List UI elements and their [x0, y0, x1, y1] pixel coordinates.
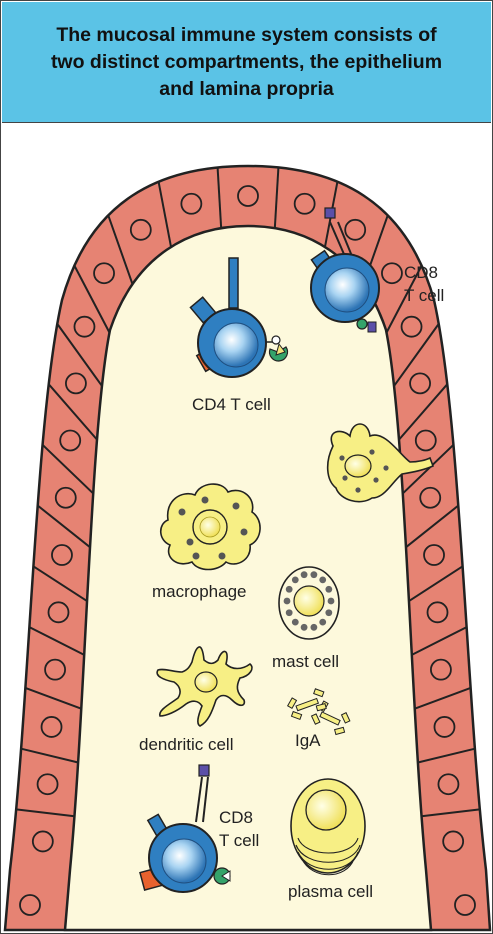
- epithelial-nucleus: [455, 895, 475, 915]
- epithelial-nucleus: [434, 717, 454, 737]
- epithelial-nucleus: [74, 317, 94, 337]
- granule-dot: [319, 619, 326, 626]
- epithelial-nucleus: [42, 717, 62, 737]
- epithelial-nucleus: [382, 263, 402, 283]
- granule-dot: [328, 598, 335, 605]
- epithelial-nucleus: [402, 317, 422, 337]
- cd8-bottom-label-line1: CD8: [219, 808, 253, 827]
- mast-cell: [279, 567, 339, 639]
- iga-label: IgA: [295, 731, 321, 750]
- cd8-receptor-icon: [199, 765, 209, 776]
- epithelial-nucleus: [33, 831, 53, 851]
- antigen-icon: [272, 336, 280, 344]
- epithelial-nucleus: [45, 660, 65, 680]
- plasma-cell-label: plasma cell: [288, 882, 373, 901]
- tcr-stalk-icon: [229, 258, 238, 308]
- cd4-nucleus: [214, 323, 258, 367]
- epithelial-nucleus: [131, 220, 151, 240]
- epithelial-nucleus: [56, 488, 76, 508]
- granule-dot: [325, 586, 332, 593]
- epithelial-nucleus: [52, 545, 72, 565]
- granule-dot: [301, 624, 308, 631]
- dendritic-cell-label: dendritic cell: [139, 735, 234, 754]
- epithelial-nucleus: [431, 660, 451, 680]
- cd8-receptor-icon: [325, 208, 335, 218]
- granule-dot: [284, 598, 291, 605]
- epithelial-nucleus: [438, 774, 458, 794]
- cd8-nucleus: [162, 839, 206, 883]
- epithelial-nucleus: [48, 602, 68, 622]
- epithelial-nucleus: [345, 220, 365, 240]
- epithelial-nucleus: [94, 263, 114, 283]
- cd8-top-label-line2: T cell: [404, 286, 444, 305]
- cd4-label: CD4 T cell: [192, 395, 271, 414]
- epithelial-nucleus: [295, 194, 315, 214]
- granule-dot: [202, 497, 209, 504]
- granule-dot: [286, 609, 293, 616]
- epithelial-nucleus: [238, 186, 258, 206]
- granule-dot: [179, 509, 186, 516]
- epithelial-nucleus: [443, 831, 463, 851]
- macrophage-label: macrophage: [152, 582, 247, 601]
- granule-dot: [292, 576, 299, 583]
- epithelial-nucleus: [60, 430, 80, 450]
- mast-cell-label: mast cell: [272, 652, 339, 671]
- granule-dot: [286, 586, 293, 593]
- epithelial-nucleus: [38, 774, 58, 794]
- epithelial-nucleus: [420, 488, 440, 508]
- granule-dot: [292, 619, 299, 626]
- granule-dot: [233, 503, 240, 510]
- cd8-bottom-label-line2: T cell: [219, 831, 259, 850]
- epithelial-nucleus: [416, 430, 436, 450]
- granule-dot: [219, 553, 226, 560]
- epithelial-nucleus: [181, 194, 201, 214]
- granule-dot: [187, 539, 194, 546]
- granule-dot: [319, 576, 326, 583]
- granule-dot: [310, 571, 317, 578]
- cd8-top-label-line1: CD8: [404, 263, 438, 282]
- epithelial-nucleus: [410, 373, 430, 393]
- cd8-nucleus: [325, 268, 369, 312]
- epithelial-nucleus: [20, 895, 40, 915]
- granule-dot: [310, 624, 317, 631]
- granule-dot: [241, 529, 248, 536]
- plasma-cell: [291, 779, 365, 875]
- granule-dot: [301, 571, 308, 578]
- antigen-icon: [357, 319, 367, 329]
- granule-dot: [193, 553, 200, 560]
- epithelial-nucleus: [66, 373, 86, 393]
- epithelial-nucleus: [424, 545, 444, 565]
- epithelial-nucleus: [428, 602, 448, 622]
- granule-dot: [325, 609, 332, 616]
